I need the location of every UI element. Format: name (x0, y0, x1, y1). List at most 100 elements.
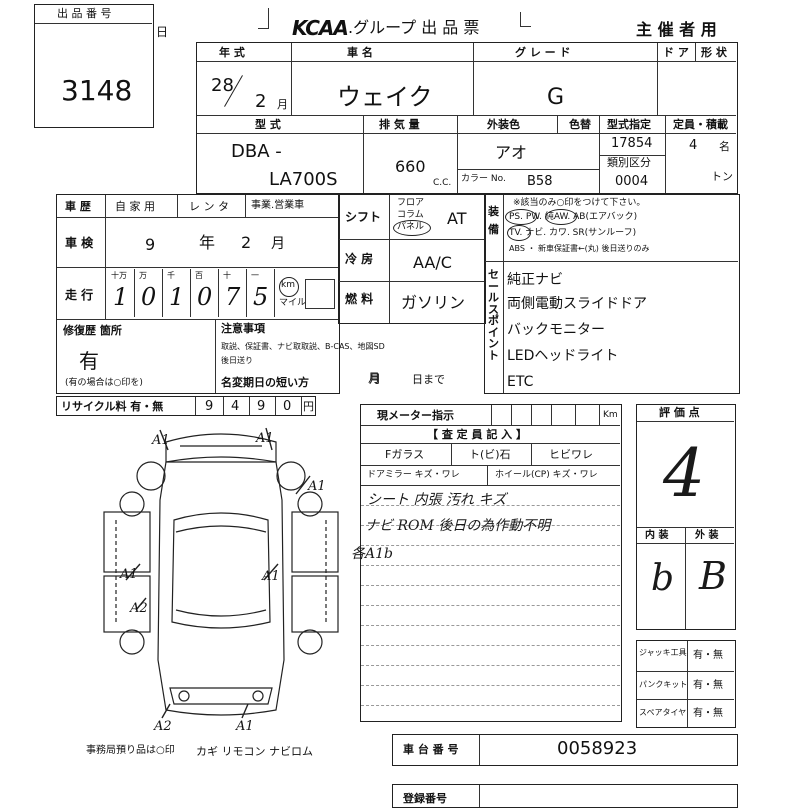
door-label: ド ア (663, 46, 689, 59)
registration-box: 登録番号 (392, 784, 738, 808)
exterior-score: B (699, 554, 727, 598)
type-designation-label: 型式指定 (607, 118, 651, 131)
shift-label: シフト (345, 210, 382, 224)
damage-mark-front-right: A1 (255, 431, 274, 446)
color-code-value: B58 (527, 174, 553, 189)
chassis-label: 車 台 番 号 (403, 743, 459, 756)
inspection-label: 車 検 (65, 236, 94, 250)
equipment-line-3: ABS ・ 新車保証書←(丸) 後日送りのみ (509, 244, 650, 253)
mileage-digit-header: 千 (167, 271, 175, 280)
grade-value: G (547, 85, 565, 110)
expiry-month-print: 月 (368, 371, 381, 385)
ac-value: AA/C (413, 253, 452, 272)
equipment-note: ※該当のみ○印をつけて下さい。 (513, 198, 646, 208)
year-value: 28 (211, 75, 234, 96)
tool-jack-label: ジャッキ工具 (639, 648, 687, 657)
damage-mark-right-door: A1 (261, 569, 280, 584)
recycle-label: リサイクル料 有・無 (61, 400, 164, 413)
ruled-lines (361, 485, 620, 721)
ruled-line (361, 565, 620, 566)
equipment-box: 装備 ※該当のみ○印をつけて下さい。 PS. PW. 純AW. AB(エアバック… (484, 194, 740, 394)
inspector-note-3: 各A1b (351, 546, 393, 562)
organizer-label: 主 催 者 用 (636, 20, 717, 39)
equipment-line-2: TV. ナビ. カワ. SR(サンルーフ) (509, 228, 637, 238)
inspection-month: 2 (241, 233, 252, 252)
meter-box: 現メーター指示 Km 【 査 定 員 記 入 】 Fガラス ト(ビ)石 ヒビワレ… (351, 404, 622, 722)
km-mark (279, 277, 299, 297)
car-name-value: ウェイク (337, 83, 433, 111)
ruled-line (361, 625, 620, 626)
day-suffix: 日 (156, 25, 169, 39)
score-label: 評 価 点 (659, 406, 700, 419)
repair-note: (有の場合は○印を) (65, 378, 143, 388)
vehicle-table: 年 式 車 名 グ レ ー ド ド ア 形 状 28 2 月 ウェイク G 型 … (196, 42, 738, 194)
damage-mark-left-door: A1 (119, 567, 138, 582)
history-option-rental[interactable]: レ ン タ (189, 200, 229, 213)
model-label: 型 式 (255, 118, 281, 131)
damage-mark-left-rear: A2 (129, 601, 148, 616)
equipment-label: 装備 (488, 205, 499, 236)
mileage-digit-value: 1 (113, 283, 129, 311)
sheet-title: .グループ 出 品 票 (348, 18, 480, 37)
sales-point-5: ETC (507, 374, 534, 390)
glass-cell: Fガラス (385, 448, 425, 461)
month-unit: 月 (277, 98, 288, 111)
inspection-year-unit: 年 (199, 233, 216, 252)
ruled-line (361, 645, 620, 646)
km-label: km (281, 280, 295, 290)
exterior-label: 外 装 (695, 530, 719, 541)
lot-box: 出 品 番 号 3148 (34, 4, 154, 128)
shift-option-column[interactable]: コラム (397, 210, 424, 220)
expiry-day: 日まで (412, 373, 445, 386)
mileage-digit-value: 1 (169, 283, 185, 311)
history-table: 車 歴 自 家 用 レ ン タ 事業.営業車 車 検 9 年 2 月 走 行 十… (56, 194, 385, 394)
mileage-digit-header: 百 (195, 271, 203, 280)
repair-value: 有 (79, 349, 99, 373)
lot-number: 3148 (61, 74, 133, 107)
history-label: 車 歴 (65, 200, 91, 213)
recycle-unit: 円 (303, 400, 314, 413)
tool-puncture-label: パンクキット (639, 680, 688, 689)
caution-label: 注意事項 (221, 322, 265, 335)
history-option-private[interactable]: 自 家 用 (115, 200, 155, 213)
meter-unit: Km (603, 410, 618, 420)
inspector-note-1: シート 内張 汚れ キズ (367, 492, 507, 508)
history-option-business[interactable]: 事業.営業車 (251, 200, 305, 211)
interior-label: 内 装 (645, 530, 669, 541)
mileage-digit-value: 0 (141, 283, 157, 311)
fuel-label: 燃 料 (345, 292, 374, 306)
recycle-digit-2: 4 (231, 399, 240, 414)
ruled-line (361, 605, 620, 606)
ruled-line (361, 685, 620, 686)
damage-mark-rear-left: A2 (153, 719, 172, 734)
capacity-label: 定員・積載 (673, 118, 728, 131)
repair-label: 修復歴 箇所 (63, 324, 122, 337)
kept-items-label: 事務局預り品は○印 (86, 745, 175, 756)
chassis-box: 車 台 番 号 0058923 (392, 734, 738, 766)
damage-mark-mirror-right: A1 (307, 479, 326, 494)
cc-unit: C.C. (433, 178, 452, 188)
capacity-unit: 名 (719, 140, 730, 153)
shift-option-floor[interactable]: フロア (397, 198, 425, 208)
meter-label: 現メーター指示 (377, 409, 454, 422)
capacity-value: 4 (689, 138, 698, 153)
tools-box: ジャッキ工具 有・無 パンクキット 有・無 スペアタイヤ 有・無 (636, 640, 736, 728)
mileage-digit-header: 一 (251, 271, 259, 280)
recycle-digit-4: 0 (283, 399, 292, 414)
ac-label: 冷 房 (345, 252, 374, 266)
chip-cell: ト(ビ)石 (469, 448, 511, 461)
ruled-line (361, 665, 620, 666)
mileage-digit-value: 0 (197, 283, 213, 311)
registration-label: 登録番号 (403, 792, 447, 805)
sales-point-3: バックモニター (507, 322, 605, 338)
brand-logo: KCAA (292, 16, 349, 40)
fuel-value: ガソリン (401, 293, 466, 312)
car-diagram: A1 A1 A1 A1 A1 A2 A2 A1 (103, 427, 339, 734)
year-label: 年 式 (219, 46, 245, 59)
displacement-label: 排 気 量 (379, 118, 420, 131)
displacement-value: 660 (395, 157, 426, 176)
inspection-year: 9 (145, 235, 156, 254)
interior-score: b (651, 558, 675, 599)
